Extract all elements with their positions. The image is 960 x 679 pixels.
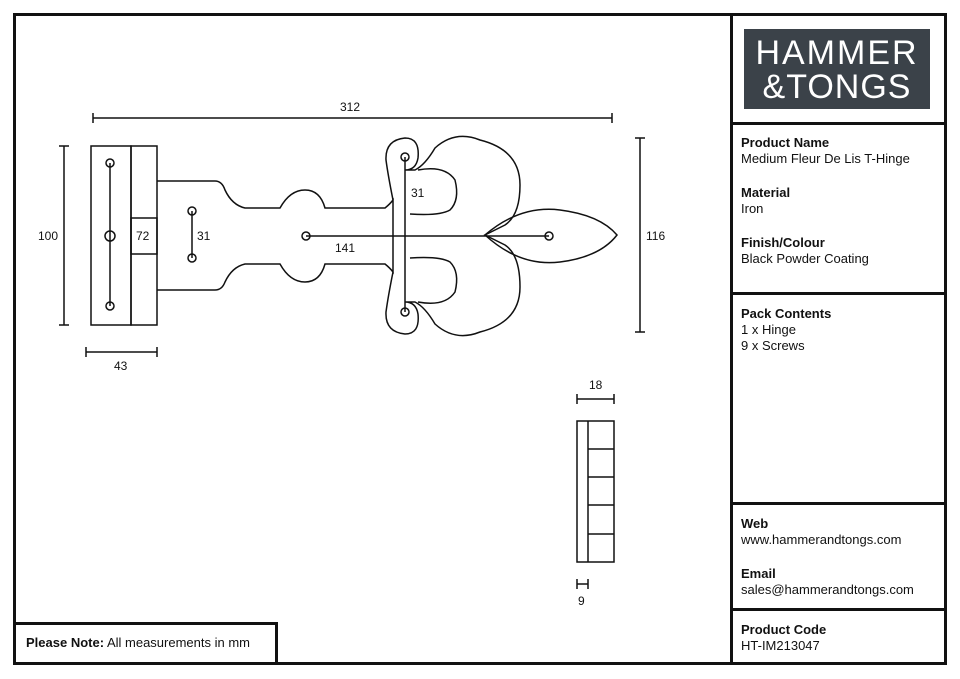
title-block-divider xyxy=(730,13,733,665)
pack-contents: Pack Contents 1 x Hinge 9 x Screws xyxy=(733,306,947,354)
strap-plate-outline xyxy=(130,217,158,255)
dim-hole-spacing-strap: 31 xyxy=(197,229,211,243)
product-code-label: Product Code xyxy=(741,622,827,637)
title-block-separator xyxy=(733,608,947,611)
web-label: Web xyxy=(741,516,769,531)
note-text: All measurements in mm xyxy=(106,635,250,650)
note-label: Please Note: xyxy=(26,635,105,650)
dim-plate-height: 72 xyxy=(136,229,150,243)
email-label: Email xyxy=(741,566,776,581)
title-block-separator xyxy=(733,122,947,125)
product-details: Product Name Medium Fleur De Lis T-Hinge… xyxy=(733,135,947,267)
measurement-note: Please Note: All measurements in mm xyxy=(13,622,278,665)
finish-label: Finish/Colour xyxy=(741,235,825,250)
pack-contents-label: Pack Contents xyxy=(741,306,832,321)
back-plate-outline xyxy=(90,145,132,326)
dim-height-left: 100 xyxy=(38,229,58,243)
finish-value: Black Powder Coating xyxy=(741,251,869,266)
email-link[interactable]: sales@hammerandtongs.com xyxy=(741,582,914,597)
spear-tip-outline xyxy=(483,208,618,264)
title-block-separator xyxy=(733,502,947,505)
logo-line-2: &TONGS xyxy=(762,68,912,106)
contact-details: Web www.hammerandtongs.com Email sales@h… xyxy=(733,516,947,598)
pack-item: 9 x Screws xyxy=(741,338,805,353)
dim-height-right: 116 xyxy=(646,229,665,243)
dim-side-width: 18 xyxy=(589,378,603,392)
product-code-value: HT-IM213047 xyxy=(741,638,820,653)
side-view-outline xyxy=(576,420,615,563)
material-label: Material xyxy=(741,185,791,200)
dim-overall-length: 312 xyxy=(340,100,360,114)
material-value: Iron xyxy=(741,201,764,216)
product-code-block: Product Code HT-IM213047 xyxy=(733,622,947,654)
pack-item: 1 x Hinge xyxy=(741,322,796,337)
logo-line-1: HAMMER xyxy=(755,34,919,72)
product-name-value: Medium Fleur De Lis T-Hinge xyxy=(741,151,910,166)
product-name-label: Product Name xyxy=(741,135,830,150)
brand-logo: HAMMER &TONGS xyxy=(744,29,930,109)
title-block-separator xyxy=(733,292,947,295)
dim-strap-length: 141 xyxy=(335,241,355,255)
dim-hole-spacing-fleur: 31 xyxy=(411,186,425,200)
dim-plate-width: 43 xyxy=(114,359,128,373)
drawing-sheet-border xyxy=(13,13,947,665)
web-link[interactable]: www.hammerandtongs.com xyxy=(741,532,902,547)
dim-thickness: 9 xyxy=(578,594,585,608)
